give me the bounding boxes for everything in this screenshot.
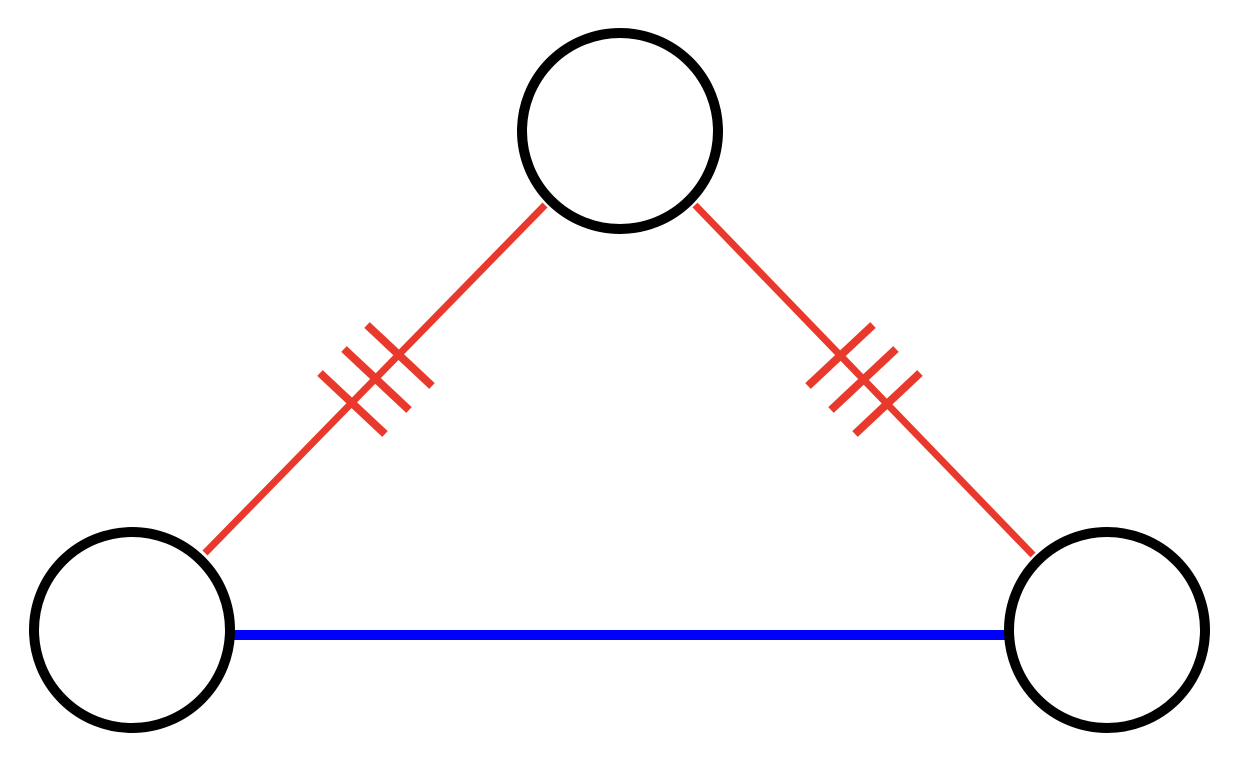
tick-marks-left-edge <box>317 322 435 437</box>
node-bottom-right <box>1004 527 1210 733</box>
tick-mark <box>317 370 388 437</box>
tick-mark <box>828 346 899 413</box>
tick-mark <box>341 346 412 413</box>
tick-mark <box>805 322 876 389</box>
node-bottom-left <box>29 527 235 733</box>
tick-mark <box>364 322 435 389</box>
tick-marks-right-edge <box>805 322 923 437</box>
node-top <box>517 28 723 234</box>
tick-mark <box>852 370 923 437</box>
